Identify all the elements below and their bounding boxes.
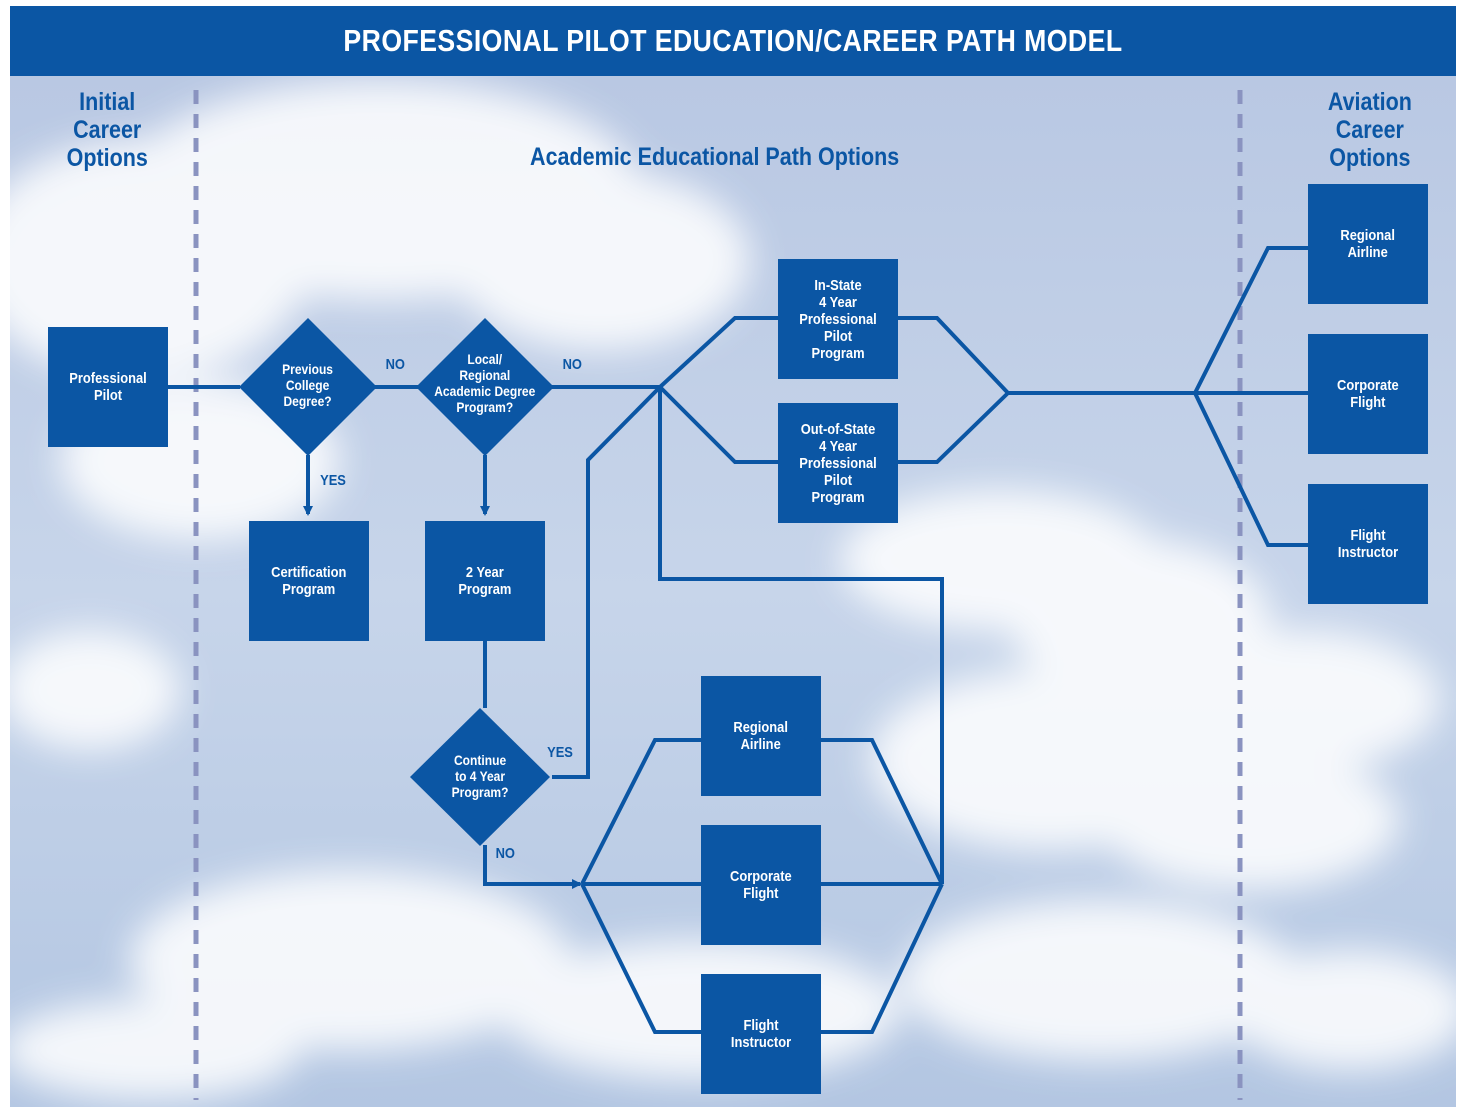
decision-continue-4yr-label: Continue to 4 Year Program? [420, 752, 540, 800]
decision-continue-4yr-text: Continue to 4 Year Program? [451, 752, 509, 800]
connector-hub-to-mid-careers [658, 387, 944, 884]
node-mid-instructor-label: Flight Instructor [730, 1017, 792, 1051]
node-professional-pilot: Professional Pilot [48, 327, 168, 447]
edge-label-no-degree-text: NO [385, 356, 405, 373]
node-in-state-program: In-State 4 Year Professional Pilot Progr… [778, 259, 898, 379]
node-mid-regional-airline: Regional Airline [701, 676, 821, 796]
decision-previous-degree-label: Previous College Degree? [248, 361, 368, 409]
connector-right-instructor [1193, 392, 1308, 547]
decision-previous-degree [239, 318, 377, 456]
node-right-regional-label: Regional Airline [1340, 227, 1396, 261]
connector-instate-merge [896, 316, 1010, 395]
column-heading-initial: Initial Career Options [40, 88, 175, 172]
edge-label-yes-degree-text: YES [320, 472, 346, 489]
node-right-flight-instructor: Flight Instructor [1308, 484, 1428, 604]
edge-label-yes-continue: YES [545, 744, 575, 761]
decision-local-regional-label: Local/ Regional Academic Degree Program? [425, 351, 545, 415]
edge-label-no-local: NO [561, 356, 584, 373]
connector-hub-to-instate [658, 316, 778, 389]
edge-label-no-local-text: NO [562, 356, 582, 373]
node-right-corporate-flight: Corporate Flight [1308, 334, 1428, 454]
column-heading-initial-text: Initial Career Options [66, 88, 149, 172]
node-out-of-state-program: Out-of-State 4 Year Professional Pilot P… [778, 403, 898, 523]
connector-continue-no [483, 845, 582, 889]
connector-mid-instructor-left [580, 883, 701, 1034]
column-heading-aviation: Aviation Career Options [1300, 88, 1440, 172]
node-mid-flight-instructor: Flight Instructor [701, 974, 821, 1094]
column-heading-academic: Academic Educational Path Options [480, 143, 950, 171]
edge-label-yes-degree: YES [318, 472, 348, 489]
connector-mid-regional-left [580, 738, 701, 885]
title-banner: PROFESSIONAL PILOT EDUCATION/CAREER PATH… [10, 6, 1456, 76]
decision-previous-degree-text: Previous College Degree? [282, 361, 334, 409]
decision-continue-4yr [410, 708, 550, 846]
node-2-year-label: 2 Year Program [458, 564, 512, 598]
connector-right-regional [1193, 246, 1308, 394]
column-heading-aviation-text: Aviation Career Options [1327, 88, 1413, 172]
node-in-state-label: In-State 4 Year Professional Pilot Progr… [799, 276, 877, 362]
node-mid-regional-label: Regional Airline [733, 719, 789, 753]
connector-hub-to-outstate [658, 385, 778, 464]
decision-local-regional-text: Local/ Regional Academic Degree Program? [434, 351, 536, 415]
column-heading-academic-text: Academic Educational Path Options [530, 143, 900, 171]
node-right-corporate-label: Corporate Flight [1337, 377, 1399, 411]
edge-label-yes-continue-text: YES [547, 744, 573, 761]
node-out-of-state-label: Out-of-State 4 Year Professional Pilot P… [799, 420, 877, 506]
decision-local-regional [416, 318, 554, 456]
connector-continue-yes [552, 385, 662, 779]
edge-label-no-continue-text: NO [495, 845, 515, 862]
node-mid-corporate-label: Corporate Flight [730, 868, 792, 902]
connector-outstate-merge [896, 391, 1010, 464]
node-right-regional-airline: Regional Airline [1308, 184, 1428, 304]
node-certification-label: Certification Program [271, 564, 347, 598]
page-title: PROFESSIONAL PILOT EDUCATION/CAREER PATH… [343, 23, 1123, 58]
connector-mid-instructor-right [819, 883, 944, 1034]
connector-mid-regional-right [819, 738, 944, 885]
node-professional-pilot-label: Professional Pilot [69, 370, 147, 404]
edge-label-no-continue: NO [494, 845, 517, 862]
node-2-year-program: 2 Year Program [425, 521, 545, 641]
node-mid-corporate-flight: Corporate Flight [701, 825, 821, 945]
node-certification-program: Certification Program [249, 521, 369, 641]
edge-label-no-degree: NO [384, 356, 407, 373]
node-right-instructor-label: Flight Instructor [1337, 527, 1399, 561]
